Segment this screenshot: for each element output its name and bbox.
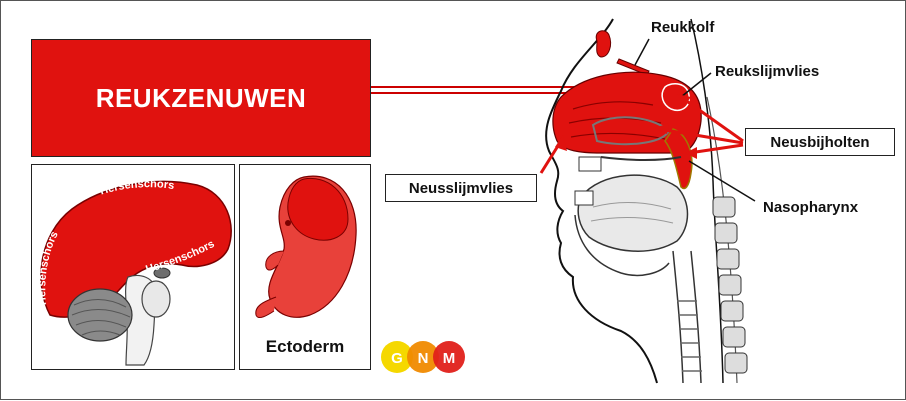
- lower-teeth: [575, 191, 593, 205]
- reukkolf-pointer: [635, 39, 649, 65]
- upper-teeth: [579, 157, 601, 171]
- tongue: [578, 175, 687, 251]
- frontal-sinus: [596, 31, 610, 57]
- label-nasopharynx: Nasopharynx: [763, 199, 858, 216]
- label-reukkolf: Reukkolf: [651, 19, 714, 36]
- palate-line: [601, 157, 681, 160]
- label-reukslijmvlies: Reukslijmvlies: [715, 63, 819, 80]
- label-neusslijmvlies: Neusslijmvlies: [385, 174, 537, 202]
- label-neusbijholten: Neusbijholten: [745, 128, 895, 156]
- nasopharynx-pointer: [689, 161, 755, 201]
